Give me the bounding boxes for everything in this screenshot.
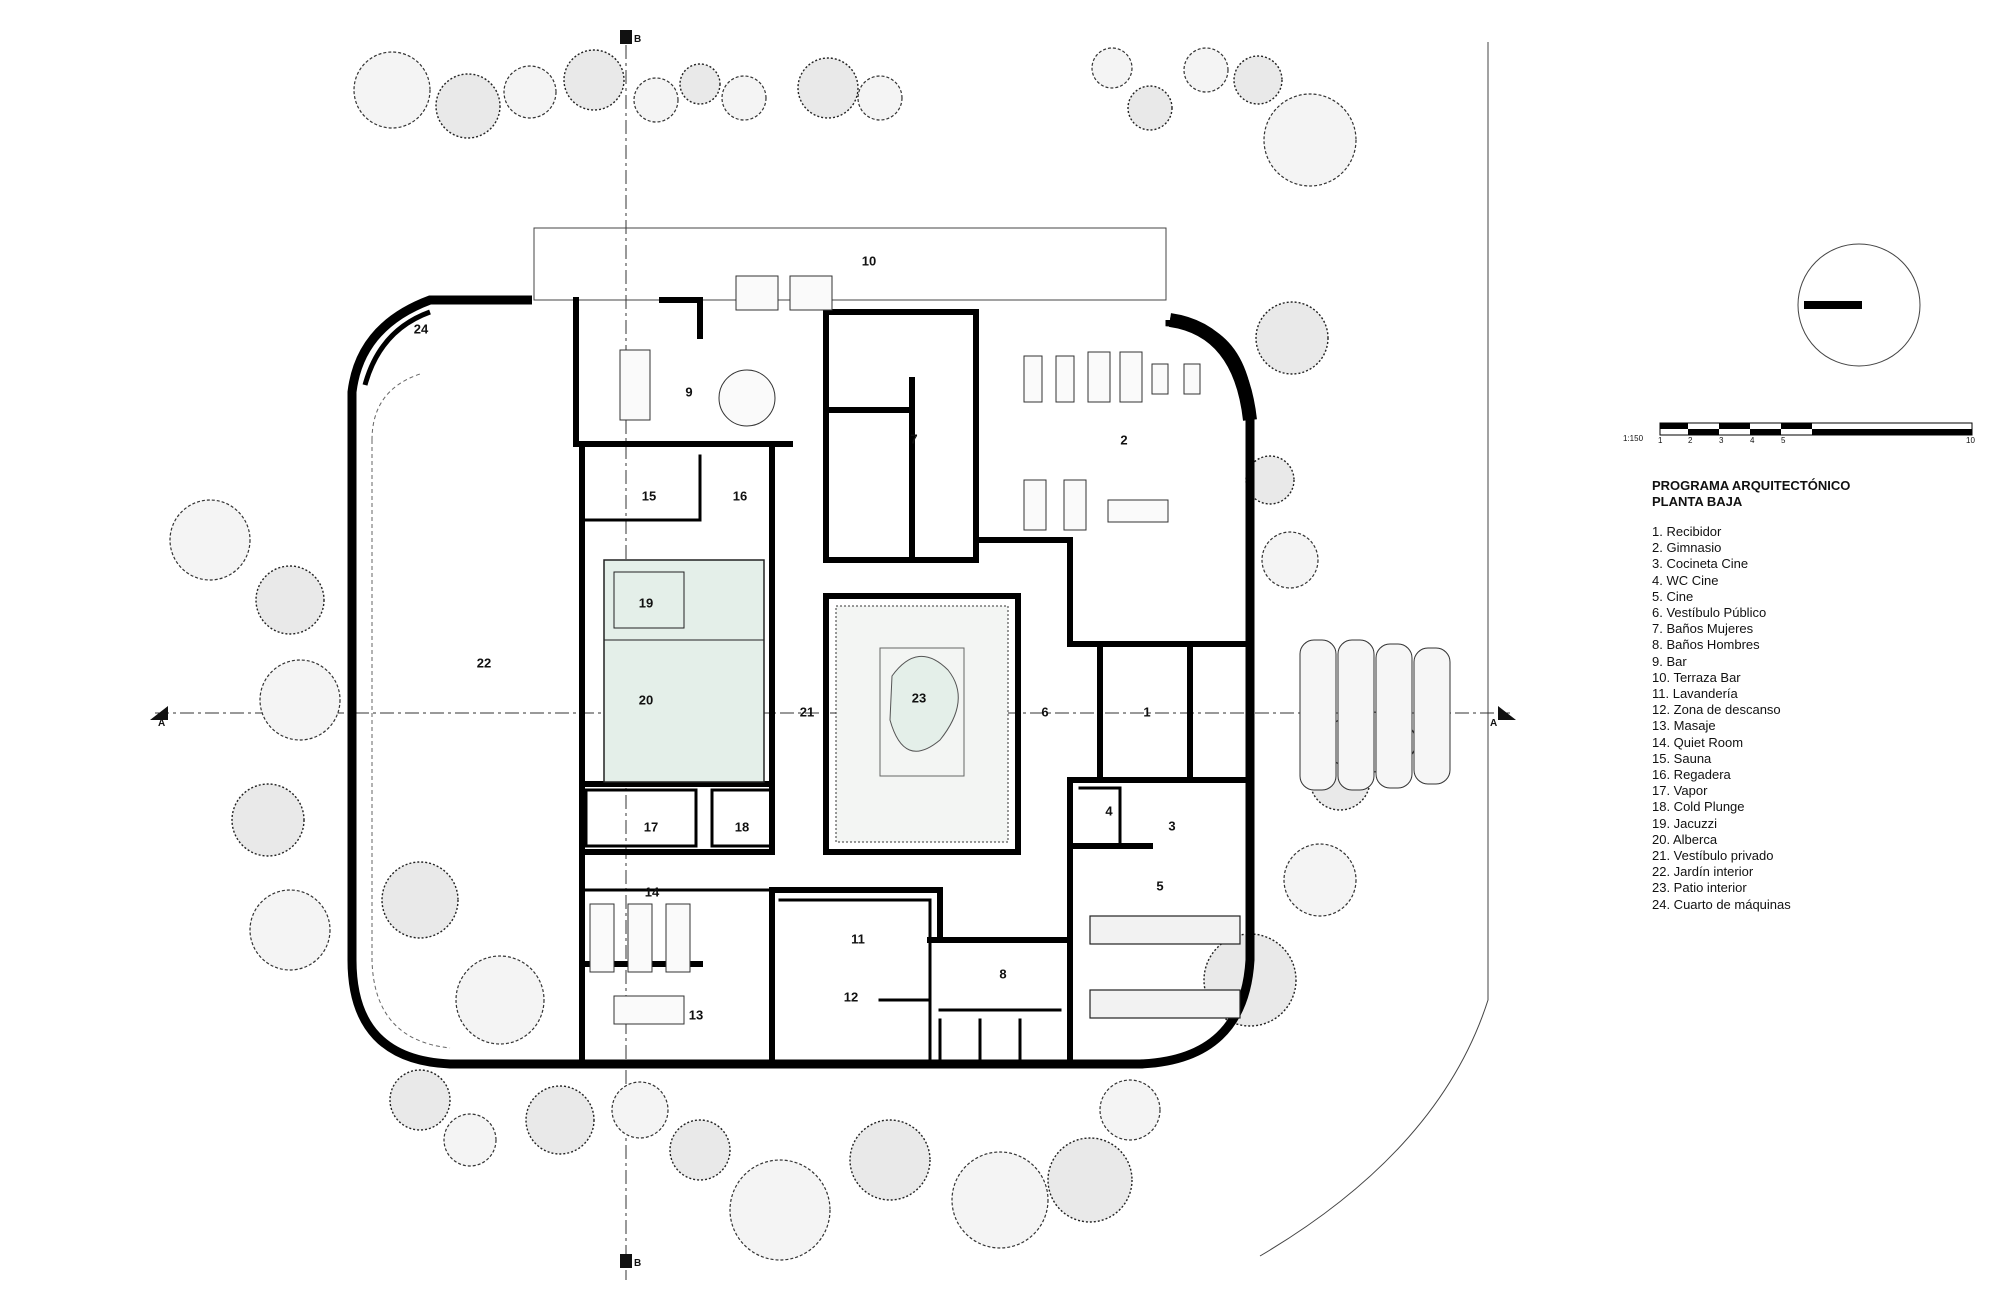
room-label-18: 18	[735, 819, 749, 834]
scale-ratio: 1:150	[1623, 434, 1644, 443]
scale-tick: 5	[1781, 436, 1786, 445]
room-label-17: 17	[644, 819, 658, 834]
legend-item: 3. Cocineta Cine	[1652, 556, 1749, 572]
legend-item: 22. Jardín interior	[1652, 864, 1754, 880]
legend-title: PROGRAMA ARQUITECTÓNICO	[1652, 478, 1851, 493]
scale-tick: 3	[1719, 436, 1724, 445]
property-boundary	[1259, 42, 1489, 1257]
room-label-10: 10	[862, 253, 876, 268]
legend-item: 5. Cine	[1652, 588, 1694, 604]
secondary-walls	[580, 454, 1122, 1062]
legend-item: 9. Bar	[1652, 653, 1687, 669]
room-label-4: 4	[1105, 803, 1113, 818]
legend-item: 23. Patio interior	[1652, 880, 1747, 896]
legend-item: 10. Terraza Bar	[1652, 669, 1741, 685]
entry-steps	[1299, 639, 1451, 791]
room-label-19: 19	[639, 595, 653, 610]
section-b-top-label: B	[634, 34, 641, 45]
room-label-12: 12	[844, 989, 858, 1004]
scale-tick: 10	[1966, 436, 1975, 445]
legend-item: 1. Recibidor	[1652, 524, 1722, 539]
section-line-a	[150, 706, 1516, 720]
patio-planting	[835, 605, 1009, 843]
interior-walls	[573, 297, 1253, 1067]
room-labels: 2 3 4 5 1 6 7 8 9 10 11 12 13 14 15 16 1…	[414, 253, 1176, 1022]
pools	[603, 559, 765, 783]
section-line-b	[620, 30, 632, 1280]
room-label-7: 7	[910, 431, 917, 446]
legend-item: 21. Vestíbulo privado	[1652, 848, 1774, 864]
room-label-2: 2	[1120, 432, 1127, 447]
legend-item: 20. Alberca	[1652, 831, 1718, 847]
legend-item: 18. Cold Plunge	[1652, 799, 1745, 815]
terrace-outline	[533, 227, 1167, 301]
legend-item: 15. Sauna	[1652, 750, 1712, 766]
legend-item: 13. Masaje	[1652, 718, 1716, 734]
scale-tick: 4	[1750, 436, 1755, 445]
room-label-21: 21	[800, 704, 814, 719]
section-b-bottom-label: B	[634, 1258, 641, 1269]
room-label-8: 8	[999, 966, 1006, 981]
legend-item: 19. Jacuzzi	[1652, 815, 1718, 831]
legend-item: 7. Baños Mujeres	[1652, 621, 1754, 637]
legend-item: 8. Baños Hombres	[1652, 637, 1760, 653]
room-label-6: 6	[1041, 704, 1048, 719]
room-label-14: 14	[645, 884, 660, 899]
program-legend: PROGRAMA ARQUITECTÓNICO PLANTA BAJA 1. R…	[1652, 478, 1952, 913]
legend-item: 11. Lavandería	[1652, 686, 1738, 702]
legend-list: 1. Recibidor 2. Gimnasio 3. Cocineta Cin…	[1652, 524, 1952, 913]
legend-item: 6. Vestíbulo Público	[1652, 605, 1767, 621]
exterior-wall	[347, 295, 1257, 1069]
legend-item: 2. Gimnasio	[1652, 540, 1722, 556]
room-label-23: 23	[912, 690, 926, 705]
scale-tick: 2	[1688, 436, 1693, 445]
room-label-22: 22	[477, 655, 491, 670]
cinema-seats	[1089, 915, 1241, 1019]
section-a-left-label: A	[158, 718, 165, 729]
room-label-20: 20	[639, 692, 653, 707]
spa-beds	[589, 903, 691, 1025]
room-label-13: 13	[689, 1007, 703, 1022]
room-label-15: 15	[642, 488, 656, 503]
legend-item: 24. Cuarto de máquinas	[1652, 896, 1791, 912]
garden-edge	[371, 373, 451, 1049]
room-label-11: 11	[851, 931, 865, 946]
gym-equipment	[1023, 351, 1201, 531]
legend-item: 16. Regadera	[1652, 767, 1731, 783]
room-label-24: 24	[414, 321, 429, 336]
room-label-9: 9	[685, 384, 692, 399]
legend-item: 14. Quiet Room	[1652, 734, 1744, 750]
scale-tick: 1	[1658, 436, 1663, 445]
vegetation	[169, 47, 1417, 1261]
graphic-scale	[1659, 422, 1973, 436]
room-label-3: 3	[1168, 818, 1175, 833]
section-a-right-label: A	[1490, 718, 1497, 729]
bar-furniture	[619, 275, 833, 427]
room-label-16: 16	[733, 488, 747, 503]
north-indicator	[1797, 243, 1921, 367]
room-label-1: 1	[1143, 704, 1150, 719]
room-label-5: 5	[1156, 878, 1163, 893]
legend-subtitle: PLANTA BAJA	[1652, 494, 1743, 509]
legend-item: 4. WC Cine	[1652, 572, 1719, 588]
legend-item: 12. Zona de descanso	[1652, 702, 1781, 718]
legend-item: 17. Vapor	[1652, 783, 1708, 799]
